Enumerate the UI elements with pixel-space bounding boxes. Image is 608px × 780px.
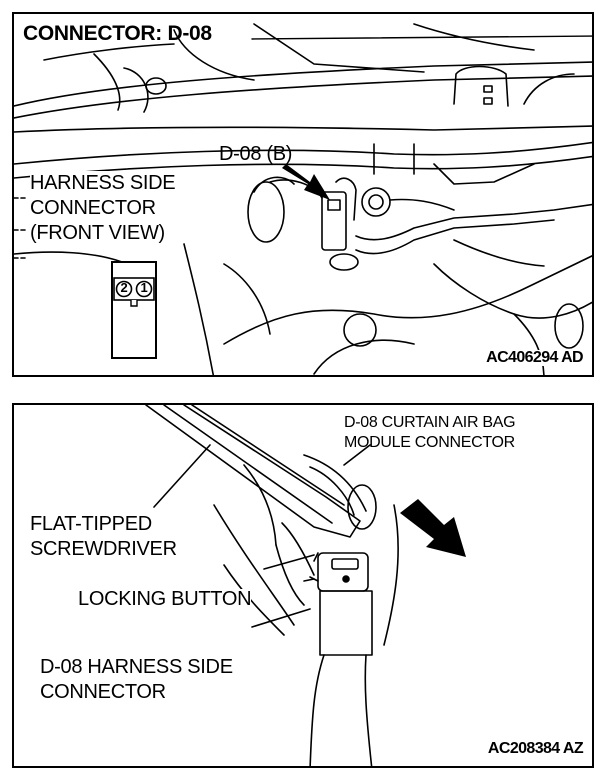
- figure-code: AC208384 AZ: [484, 741, 584, 757]
- harness-side-connector-label: HARNESS SIDE CONNECTOR (FRONT VIEW): [30, 171, 176, 246]
- pin-1-number: 1: [140, 280, 148, 295]
- page-title: CONNECTOR: D-08: [23, 22, 212, 45]
- vehicle-body-illustration: [14, 23, 592, 375]
- harness-side-connector-label: D-08 HARNESS SIDE CONNECTOR: [40, 656, 233, 703]
- connector-front-view-diagram: [111, 261, 157, 359]
- locking-button-label: LOCKING BUTTON: [78, 588, 252, 610]
- connector-callout-label: D-08 (B): [219, 143, 293, 165]
- pin-2-number: 2: [120, 280, 128, 295]
- figure-code: AC406294 AD: [483, 350, 584, 366]
- module-connector-label: D-08 CURTAIN AIR BAG MODULE CONNECTOR: [344, 414, 516, 451]
- disconnect-procedure-panel: D-08 CURTAIN AIR BAG MODULE CONNECTOR FL…: [12, 403, 594, 768]
- screwdriver-illustration: [145, 405, 466, 766]
- connector-location-panel: CONNECTOR: D-08 D-08 (B) HARNESS SIDE CO…: [12, 12, 594, 377]
- screwdriver-label: FLAT-TIPPED SCREWDRIVER: [30, 513, 177, 560]
